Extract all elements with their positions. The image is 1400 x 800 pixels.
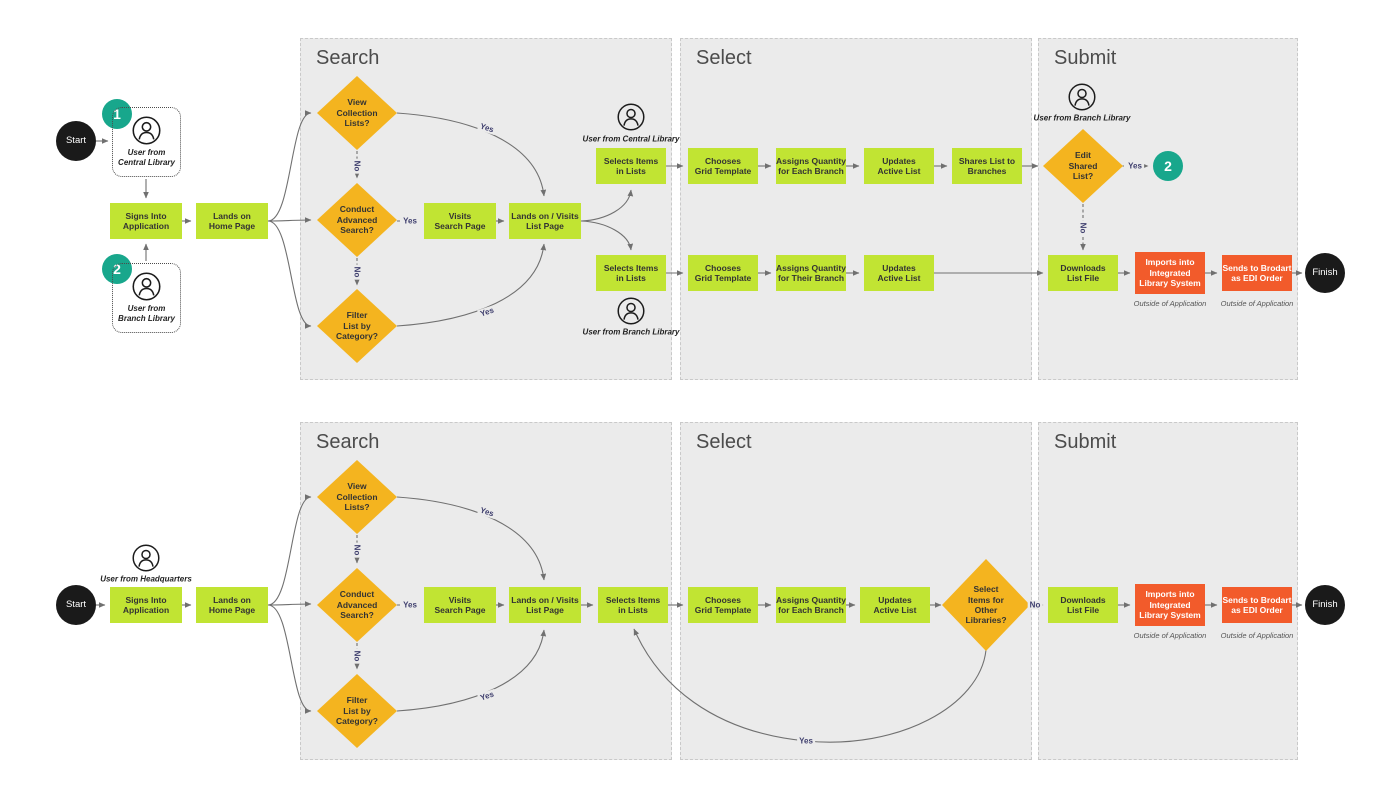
persona-headquarters: User from Headquarters	[100, 574, 192, 584]
signs-into-application: Signs Into Application	[110, 587, 182, 623]
finish-node: Finish	[1305, 253, 1345, 293]
chooses-grid-template: Chooses Grid Template	[688, 148, 758, 184]
persona-central-inline: User from Central Library	[582, 134, 680, 144]
edge-label-yes: Yes	[401, 600, 419, 610]
user-icon	[617, 297, 645, 325]
selects-items-in-lists-branch: Selects Items in Lists	[596, 255, 666, 291]
assigns-quantity-their-branch: Assigns Quantity for Their Branch	[776, 255, 846, 291]
updates-active-list: Updates Active List	[864, 255, 934, 291]
edge-label-no: No	[352, 648, 362, 664]
user-icon	[132, 272, 161, 301]
persona-branch-inline: User from Branch Library	[1033, 113, 1131, 123]
assigns-quantity-each-branch: Assigns Quantity for Each Branch	[776, 587, 846, 623]
outside-of-application-note: Outside of Application	[1133, 299, 1207, 308]
section-title-select: Select	[696, 47, 752, 69]
start-node: Start	[56, 121, 96, 161]
section-title-search: Search	[316, 47, 380, 69]
finish-node: Finish	[1305, 585, 1345, 625]
edge-label-yes: Yes	[797, 736, 815, 746]
outside-of-application-note: Outside of Application	[1220, 631, 1294, 640]
user-icon	[132, 116, 161, 145]
badge-2-link: 2	[1153, 151, 1183, 181]
user-icon	[617, 103, 645, 131]
persona-central-library: User from Central Library	[112, 107, 181, 177]
downloads-list-file: Downloads List File	[1048, 255, 1118, 291]
sends-to-brodart: Sends to Brodart as EDI Order	[1222, 255, 1292, 291]
section-title-submit: Submit	[1054, 431, 1117, 453]
persona-branch-inline: User from Branch Library	[582, 327, 680, 337]
lands-on-home-page: Lands on Home Page	[196, 587, 268, 623]
downloads-list-file: Downloads List File	[1048, 587, 1118, 623]
edge-label-yes: Yes	[401, 216, 419, 226]
edge-label-no: No	[1078, 220, 1088, 236]
updates-active-list: Updates Active List	[860, 587, 930, 623]
selects-items-in-lists: Selects Items in Lists	[598, 587, 668, 623]
imports-into-ils: Imports into Integrated Library System	[1135, 252, 1205, 294]
persona-branch-library: User from Branch Library	[112, 263, 181, 333]
lands-on-visits-list-page: Lands on / Visits List Page	[509, 587, 581, 623]
top-submit-panel: Submit	[1038, 38, 1298, 380]
imports-into-ils: Imports into Integrated Library System	[1135, 584, 1205, 626]
signs-into-application: Signs Into Application	[110, 203, 182, 239]
section-title-submit: Submit	[1054, 47, 1117, 69]
outside-of-application-note: Outside of Application	[1220, 299, 1294, 308]
edge-label-yes: Yes	[1126, 161, 1144, 171]
visits-search-page: Visits Search Page	[424, 203, 496, 239]
shares-list-to-branches: Shares List to Branches	[952, 148, 1022, 184]
edge-label-no: No	[352, 542, 362, 558]
user-icon	[1068, 83, 1096, 111]
selects-items-in-lists-central: Selects Items in Lists	[596, 148, 666, 184]
visits-search-page: Visits Search Page	[424, 587, 496, 623]
chooses-grid-template: Chooses Grid Template	[688, 255, 758, 291]
lands-on-visits-list-page: Lands on / Visits List Page	[509, 203, 581, 239]
top-select-panel: Select	[680, 38, 1032, 380]
section-title-select: Select	[696, 431, 752, 453]
persona-label: User from Central Library	[118, 148, 175, 168]
assigns-quantity-each-branch: Assigns Quantity for Each Branch	[776, 148, 846, 184]
chooses-grid-template: Chooses Grid Template	[688, 587, 758, 623]
sends-to-brodart: Sends to Brodart as EDI Order	[1222, 587, 1292, 623]
persona-label: User from Branch Library	[118, 304, 175, 324]
edge-label-no: No	[1027, 600, 1043, 610]
updates-active-list: Updates Active List	[864, 148, 934, 184]
section-title-search: Search	[316, 431, 380, 453]
outside-of-application-note: Outside of Application	[1133, 631, 1207, 640]
lands-on-home-page: Lands on Home Page	[196, 203, 268, 239]
edge-label-no: No	[352, 158, 362, 174]
edge-label-no: No	[352, 264, 362, 280]
start-node: Start	[56, 585, 96, 625]
user-icon	[132, 544, 160, 572]
